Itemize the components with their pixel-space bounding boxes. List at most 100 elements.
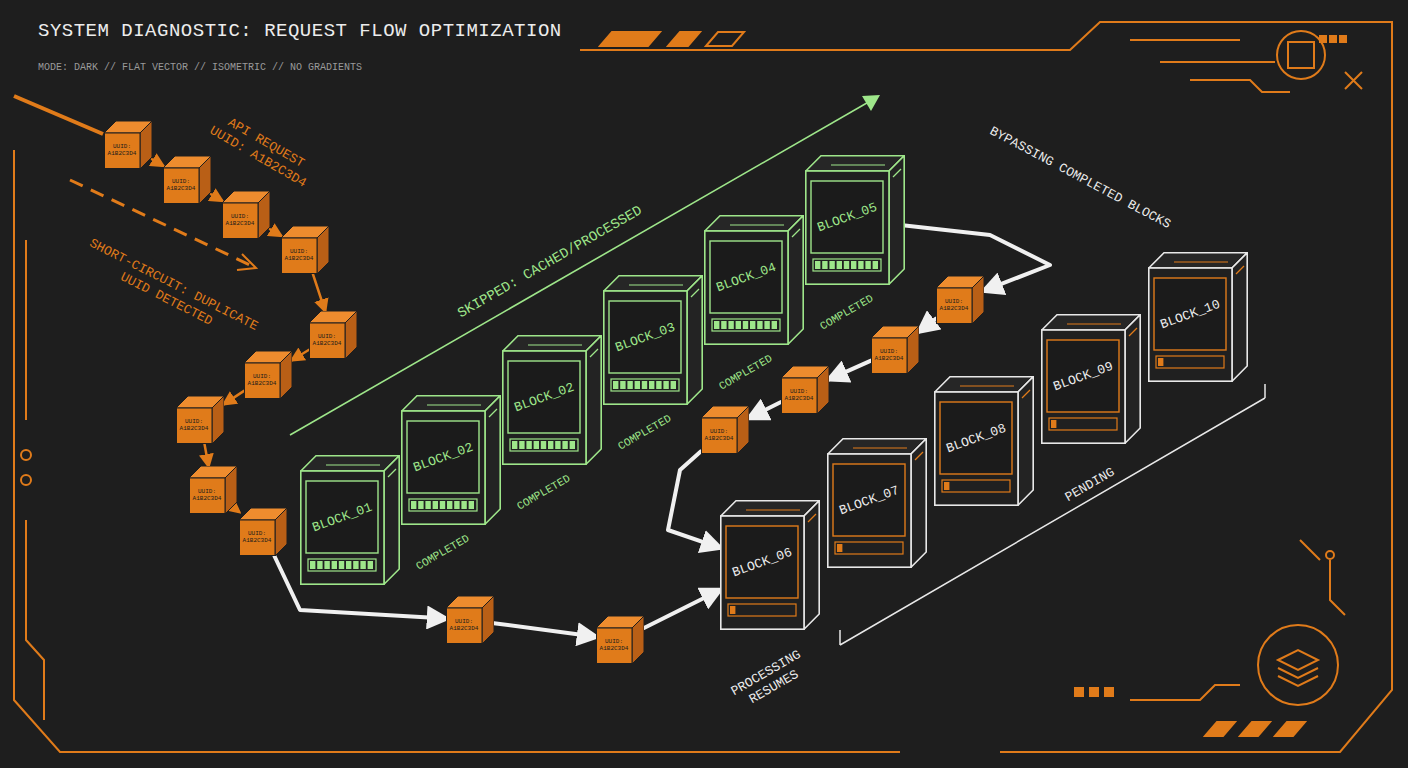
block-shape	[534, 441, 539, 449]
block-shape	[548, 441, 553, 449]
pending-block: BLOCK_09	[1041, 314, 1141, 444]
block-shape	[526, 441, 531, 449]
block-shape	[811, 181, 883, 253]
block-shape	[510, 439, 578, 451]
uuid-cube: UUID: A1B2C3D4	[163, 156, 211, 204]
frame	[1240, 722, 1270, 736]
block-screen: BLOCK_09	[1047, 340, 1119, 412]
block-shape	[736, 321, 741, 329]
uuid-cube: UUID: A1B2C3D4	[104, 121, 152, 169]
block-shape	[889, 156, 904, 284]
block-shape	[590, 349, 598, 357]
frame	[1278, 650, 1318, 686]
block-screen: BLOCK_02	[508, 361, 580, 433]
uuid-text: UUID: A1B2C3D4	[245, 364, 279, 398]
block-shape	[806, 156, 904, 171]
cube-shape	[223, 203, 259, 239]
skip-arrow	[862, 95, 880, 111]
cube-shape	[702, 418, 738, 454]
annotation: COMPLETED	[818, 292, 876, 333]
frame	[1090, 688, 1098, 696]
block-label: BLOCK_10	[1158, 296, 1222, 331]
uuid-cube: UUID: A1B2C3D4	[222, 191, 270, 239]
pending-block: BLOCK_10	[1148, 252, 1248, 382]
block-label: BLOCK_08	[944, 420, 1008, 455]
block-screen: BLOCK_06	[726, 526, 798, 598]
request-entry-line	[14, 96, 103, 134]
cube-shape	[937, 288, 973, 324]
block-shape	[808, 514, 816, 522]
annotation: COMPLETED	[616, 412, 674, 453]
block-shape	[407, 421, 479, 493]
block-shape	[611, 379, 679, 391]
cube-shape	[140, 121, 152, 169]
block-shape	[746, 509, 800, 510]
uuid-text: UUID: A1B2C3D4	[702, 419, 736, 453]
block-shape	[960, 385, 1014, 386]
block-shape	[813, 259, 881, 271]
block-shape	[1049, 418, 1117, 430]
uuid-cube: UUID: A1B2C3D4	[936, 276, 984, 324]
frame	[1130, 685, 1240, 700]
block-shape	[411, 501, 416, 509]
flow-connector	[224, 391, 244, 404]
completed-block: BLOCK_01	[300, 455, 400, 585]
cube-shape	[317, 226, 329, 274]
block-shape	[503, 351, 586, 464]
block-shape	[402, 396, 500, 411]
block-shape	[1067, 323, 1121, 324]
block-shape	[865, 261, 870, 269]
flow-connector	[919, 319, 936, 332]
cube-shape	[872, 338, 908, 374]
block-shape	[1125, 315, 1140, 443]
uuid-cube: UUID: A1B2C3D4	[596, 616, 644, 664]
frame	[1205, 722, 1235, 736]
annotation: API REQUEST UUID: A1B2C3D4	[198, 104, 326, 196]
block-shape	[728, 321, 733, 329]
uuid-cube: UUID: A1B2C3D4	[701, 406, 749, 454]
uuid-text: UUID: A1B2C3D4	[937, 289, 971, 323]
block-shape	[893, 169, 901, 177]
block-shape	[851, 261, 856, 269]
cube-shape	[190, 478, 226, 514]
flow-connector	[292, 350, 309, 360]
block-screen: BLOCK_08	[940, 402, 1012, 474]
block-shape	[555, 441, 560, 449]
uuid-text: UUID: A1B2C3D4	[282, 239, 316, 273]
block-shape	[1047, 340, 1119, 412]
block-shape	[609, 301, 681, 373]
annotation: SHORT-CIRCUIT: DUPLICATE UUID DETECTED	[74, 233, 266, 352]
uuid-cube: UUID: A1B2C3D4	[239, 508, 287, 556]
flow-connector	[668, 451, 720, 548]
block-shape	[447, 501, 452, 509]
frame	[668, 32, 700, 46]
block-shape	[764, 321, 769, 329]
frame	[1075, 688, 1083, 696]
diagram-title: SYSTEM DIAGNOSTIC: REQUEST FLOW OPTIMIZA…	[38, 20, 562, 42]
frame	[1130, 40, 1290, 92]
cube-shape	[282, 238, 318, 274]
uuid-cube: UUID: A1B2C3D4	[244, 351, 292, 399]
frame	[600, 32, 660, 46]
frame	[1320, 36, 1326, 42]
flow-connector	[494, 623, 596, 637]
block-shape	[418, 501, 423, 509]
block-shape	[508, 361, 580, 433]
cube-shape	[245, 363, 281, 399]
block-shape	[663, 381, 668, 389]
block-shape	[837, 544, 842, 552]
block-shape	[485, 396, 500, 524]
cube-shape	[310, 323, 346, 359]
block-shape	[844, 261, 849, 269]
block-shape	[604, 291, 687, 404]
flow-connector	[205, 444, 209, 466]
cube-shape	[105, 133, 141, 169]
block-shape	[721, 321, 726, 329]
block-screen: BLOCK_05	[811, 181, 883, 253]
flow-connector	[829, 361, 871, 380]
block-shape	[858, 261, 863, 269]
cube-shape	[258, 191, 270, 239]
block-shape	[620, 381, 625, 389]
block-shape	[915, 452, 923, 460]
